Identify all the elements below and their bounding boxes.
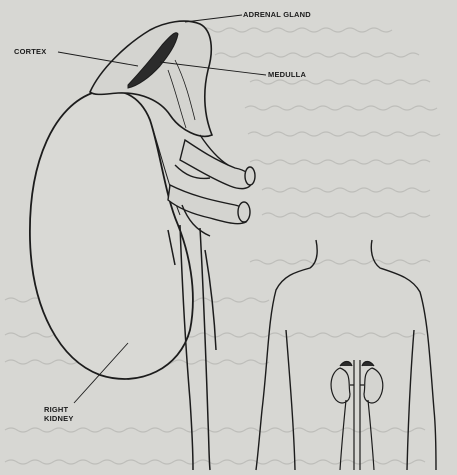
label-cortex: CORTEX: [14, 47, 46, 56]
label-right-kidney-line1: RIGHT: [44, 405, 74, 414]
body-silhouette-inset: [256, 240, 436, 470]
label-right-kidney: RIGHT KIDNEY: [44, 405, 74, 423]
leader-adrenal-gland: [185, 15, 242, 22]
label-medulla: MEDULLA: [268, 70, 306, 79]
inset-kidneys: [331, 360, 383, 470]
label-adrenal-gland: ADRENAL GLAND: [243, 10, 311, 19]
renal-vessels: [168, 135, 255, 236]
label-right-kidney-line2: KIDNEY: [44, 414, 74, 423]
